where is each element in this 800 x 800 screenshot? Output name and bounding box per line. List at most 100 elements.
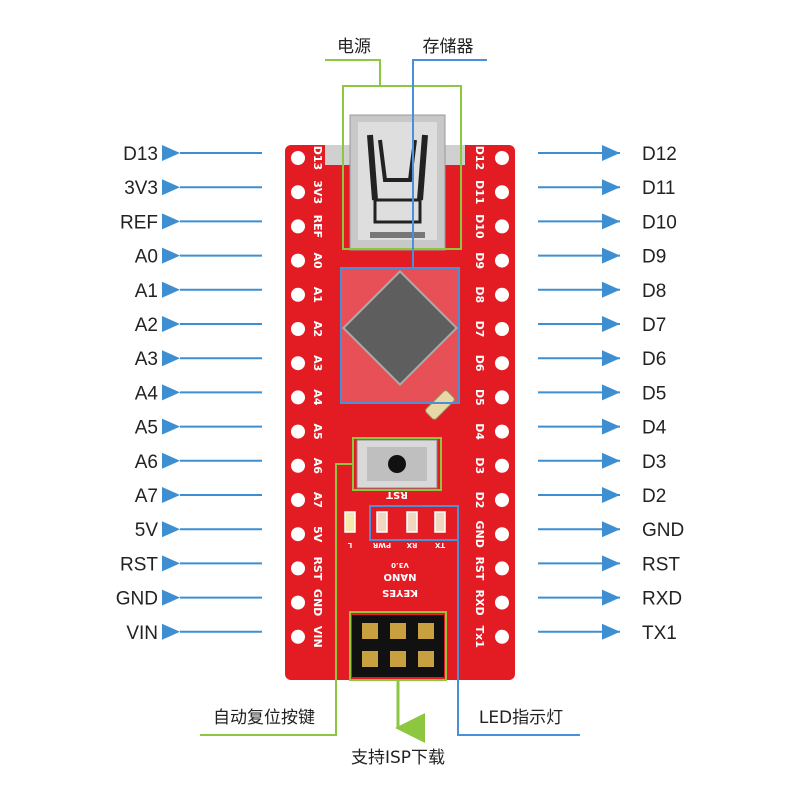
right-pin-arrows [538,145,620,640]
right-pin-hole [495,219,509,234]
right-silk-label: D9 [473,252,486,269]
right-silk-label: D12 [473,146,486,170]
power-label: 电源 [337,37,371,57]
left-pin-hole [291,629,305,644]
right-pin-label: D11 [642,178,675,199]
left-pin-label: A1 [135,281,158,302]
left-pin-hole [291,458,305,473]
left-pin-hole [291,424,305,439]
right-pin-label: D5 [642,383,666,404]
right-pin-hole [495,424,509,439]
led-silk-label: L [347,541,352,549]
right-pin-holes [495,151,509,644]
usb-connector [325,114,465,251]
mcu-chip [341,268,459,403]
left-silk-label: A0 [311,253,324,270]
left-silk-label: RST [311,556,324,580]
left-pin-label: GND [116,589,158,610]
left-silk-label: D13 [311,146,324,170]
left-pin-label: A6 [135,452,158,473]
storage-callout-box [340,267,460,404]
icsp-pin [390,651,406,667]
right-silk-label: D10 [473,214,486,239]
storage-leader [412,59,487,268]
left-silk-label: A4 [311,389,324,406]
right-pin-hole [495,493,509,507]
left-pin-arrows [162,145,262,640]
right-pin-label: RXD [642,589,682,610]
left-pin-label: A5 [135,418,158,439]
left-silk-label: 5V [311,526,324,543]
led-silk-label: TX [434,541,445,549]
right-pin-hole [495,287,509,302]
led [434,511,446,533]
left-silk-label: GND [311,589,324,616]
right-pin-hole [495,629,509,644]
led [376,511,388,533]
left-pin-label: VIN [126,623,158,644]
led [344,511,356,533]
right-silk-label: RXD [473,590,486,616]
left-pin-hole [291,561,305,576]
right-pin-hole [495,185,509,200]
right-pin-label: D9 [642,247,666,268]
reset-button [356,439,438,489]
icsp-header [352,615,444,677]
power-callout-box [342,85,462,250]
right-silk-label: D3 [473,457,486,474]
board-brand: KEYES [382,587,418,598]
right-pin-label: TX1 [642,623,677,644]
right-pin-label: D8 [642,281,666,302]
right-pin-hole [495,356,509,371]
right-silk-label: GND [473,521,486,548]
right-silk-label: D6 [473,355,486,372]
right-pin-hole [495,253,509,268]
left-pin-label: RST [120,554,158,575]
left-pin-label: 3V3 [124,178,158,199]
left-silk-label: A2 [311,321,324,337]
right-pin-hole [495,527,509,542]
icsp-pin [362,623,378,639]
right-silk-label: D7 [473,321,486,338]
left-pin-label: A2 [135,315,158,336]
left-pin-label: A7 [135,486,158,507]
left-pin-hole [291,595,305,610]
left-pin-label: 5V [135,520,159,541]
right-pin-hole [495,561,509,576]
right-silk-label: RST [473,556,486,580]
left-pin-hole [291,356,305,371]
right-pin-hole [495,458,509,473]
left-pin-hole [291,287,305,302]
right-silk-label: D5 [473,389,486,406]
right-pin-hole [495,151,509,165]
left-pin-hole [291,390,305,405]
right-silk-label: D11 [473,180,486,204]
auto-reset-label: 自动复位按键 [213,708,315,728]
power-leader [325,59,381,86]
crystal [425,390,455,420]
right-pin-label: D12 [642,144,677,165]
left-silk-label: A6 [311,458,324,475]
left-silk-label: A7 [311,492,324,508]
right-silk-label: D2 [473,492,486,509]
icsp-pin [390,623,406,639]
left-pin-label: A0 [135,247,158,268]
right-pin-label: GND [642,520,684,541]
icsp-pin [418,623,434,639]
right-pin-label: D2 [642,486,666,507]
right-pin-hole [495,595,509,610]
left-pin-hole [291,527,305,542]
left-pin-label: D13 [123,144,158,165]
right-pin-hole [495,390,509,405]
left-pin-holes [291,151,305,644]
right-pin-label: RST [642,554,680,575]
led-silk-label: PWR [372,541,391,549]
right-pin-label: D3 [642,452,666,473]
led-silk-label: RX [406,541,417,549]
left-pin-label: REF [120,212,158,233]
